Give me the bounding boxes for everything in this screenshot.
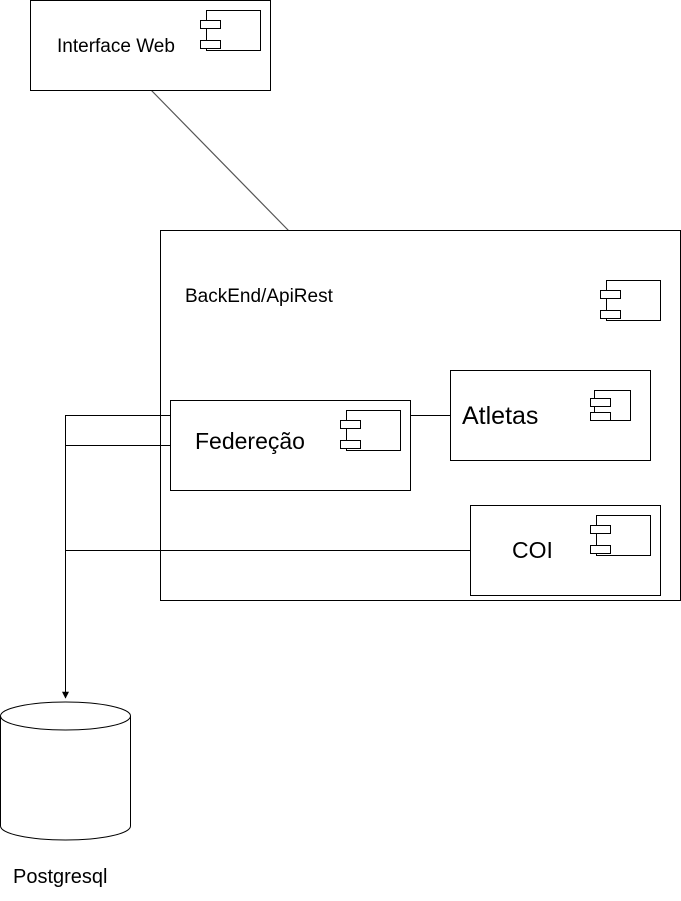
edge-interface-web-to-backend bbox=[150, 89, 290, 232]
backend-label: BackEnd/ApiRest bbox=[185, 286, 334, 307]
coi-label: COI bbox=[512, 537, 553, 563]
component-icon bbox=[340, 410, 401, 451]
component-icon bbox=[590, 390, 631, 421]
federacao-label: Federeção bbox=[195, 428, 305, 454]
atletas-component[interactable]: Atletas bbox=[450, 370, 651, 461]
interface-web-component[interactable]: Interface Web bbox=[30, 0, 271, 91]
interface-web-label: Interface Web bbox=[57, 36, 175, 57]
database-icon bbox=[0, 716, 131, 841]
coi-component[interactable]: COI bbox=[470, 505, 661, 596]
postgresql-database[interactable]: Postgresql bbox=[0, 701, 131, 888]
component-icon bbox=[590, 515, 651, 556]
component-icon bbox=[600, 280, 661, 321]
postgresql-label: Postgresql bbox=[13, 866, 108, 888]
federacao-component[interactable]: Federeção bbox=[170, 400, 411, 491]
edge-federacao-to-postgresql bbox=[62, 415, 170, 699]
atletas-label: Atletas bbox=[462, 402, 538, 430]
component-icon bbox=[200, 10, 261, 51]
